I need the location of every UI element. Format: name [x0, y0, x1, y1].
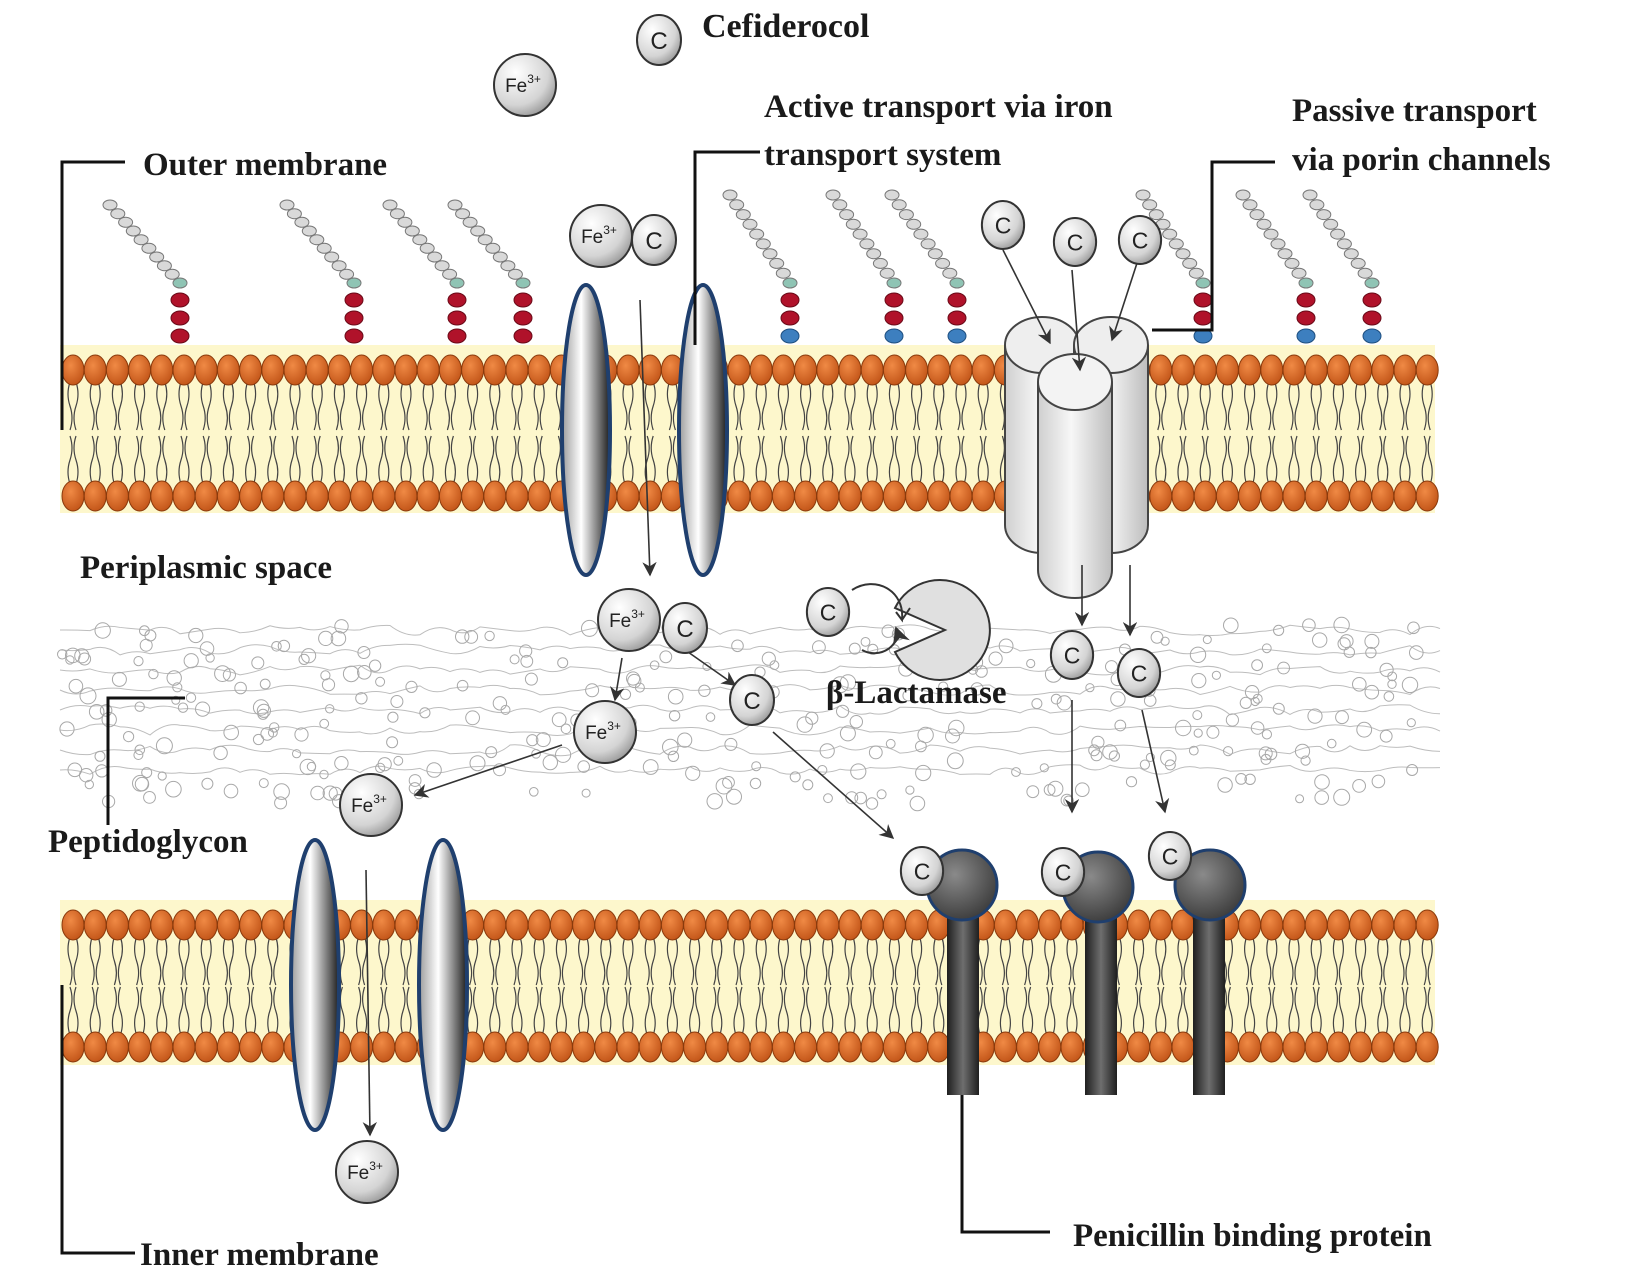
- transport-arrows: [362, 249, 1170, 1137]
- c-porin-exit-2: C: [1116, 648, 1162, 698]
- label-inner-membrane: Inner membrane: [140, 1237, 379, 1271]
- svg-text:C: C: [676, 616, 693, 643]
- penicillin-binding-proteins: [925, 848, 1247, 1095]
- fe-cytoplasm: Fe3+: [335, 1140, 399, 1204]
- c-complex-periplasm: C: [662, 602, 708, 654]
- c-pbp-1: C: [899, 846, 945, 896]
- svg-text:C: C: [1055, 859, 1072, 885]
- inner-membrane-bilayer: [60, 900, 1439, 1065]
- fe-free-top: Fe3+: [493, 53, 557, 117]
- c-porin-exit-1: C: [1049, 630, 1095, 680]
- c-beta-lactamase: C: [805, 587, 851, 637]
- outer-membrane-bracket: [60, 160, 125, 430]
- label-passive-transport-1: Passive transport: [1292, 93, 1537, 129]
- fe-complex-outer: Fe3+: [569, 204, 633, 268]
- molecules: C Fe3+ Fe3+ C C C C Fe3+ C Fe3+ C C Fe3+ Fe3+ C C C C C: [335, 14, 1193, 1204]
- svg-text:C: C: [914, 858, 931, 884]
- svg-text:C: C: [743, 688, 760, 715]
- svg-text:C: C: [1132, 227, 1149, 253]
- cefiderocol-legend-molecule: C: [636, 14, 682, 66]
- outer-iron-transporter: [560, 283, 729, 577]
- inner-membrane-bracket: [60, 985, 135, 1255]
- c-pbp-3: C: [1147, 831, 1193, 881]
- label-passive-transport-2: via porin channels: [1292, 142, 1551, 178]
- lipopolysaccharide-chains: [102, 189, 1382, 344]
- c-porin-entry-2: C: [1052, 217, 1098, 267]
- c-porin-entry-3: C: [1117, 215, 1163, 265]
- beta-lactamase-enzyme: [851, 579, 991, 681]
- c-released: C: [729, 674, 775, 726]
- label-outer-membrane: Outer membrane: [143, 147, 387, 183]
- c-complex-outer: C: [631, 214, 677, 266]
- fe-to-inner: Fe3+: [339, 773, 403, 837]
- passive-transport-bracket: [1152, 160, 1275, 332]
- svg-text:C: C: [650, 28, 667, 55]
- svg-text:C: C: [995, 212, 1012, 238]
- label-peptidoglycon: Peptidoglycon: [48, 824, 248, 860]
- inner-iron-transporter: [289, 838, 469, 1132]
- svg-text:C: C: [820, 599, 837, 625]
- porin-channel: [1004, 316, 1149, 599]
- c-pbp-2: C: [1040, 847, 1086, 897]
- label-brackets: [60, 150, 1275, 1255]
- c-porin-entry-1: C: [980, 200, 1026, 250]
- svg-text:C: C: [1131, 660, 1148, 686]
- label-periplasmic-space: Periplasmic space: [80, 550, 332, 586]
- label-cefiderocol: Cefiderocol: [702, 8, 869, 45]
- svg-text:C: C: [1067, 229, 1084, 255]
- label-penicillin-binding-protein: Penicillin binding protein: [1073, 1218, 1432, 1254]
- labels: Cefiderocol Active transport via iron tr…: [48, 8, 1551, 1271]
- svg-text:Fe3+: Fe3+: [347, 1159, 383, 1184]
- peptidoglycon-bracket: [106, 696, 185, 825]
- outer-membrane-bilayer: [60, 345, 1439, 513]
- svg-text:C: C: [1162, 843, 1179, 869]
- label-beta-lactamase: β-Lactamase: [826, 675, 1007, 711]
- svg-text:C: C: [1064, 642, 1081, 668]
- fe-complex-periplasm: Fe3+: [597, 588, 661, 652]
- svg-text:Fe3+: Fe3+: [585, 719, 621, 744]
- label-active-transport-1: Active transport via iron: [764, 89, 1113, 125]
- active-transport-bracket: [693, 150, 760, 345]
- label-active-transport-2: transport system: [764, 137, 1001, 173]
- pbp-bracket: [960, 1095, 1050, 1234]
- fe-released: Fe3+: [573, 700, 637, 764]
- svg-text:C: C: [645, 228, 662, 255]
